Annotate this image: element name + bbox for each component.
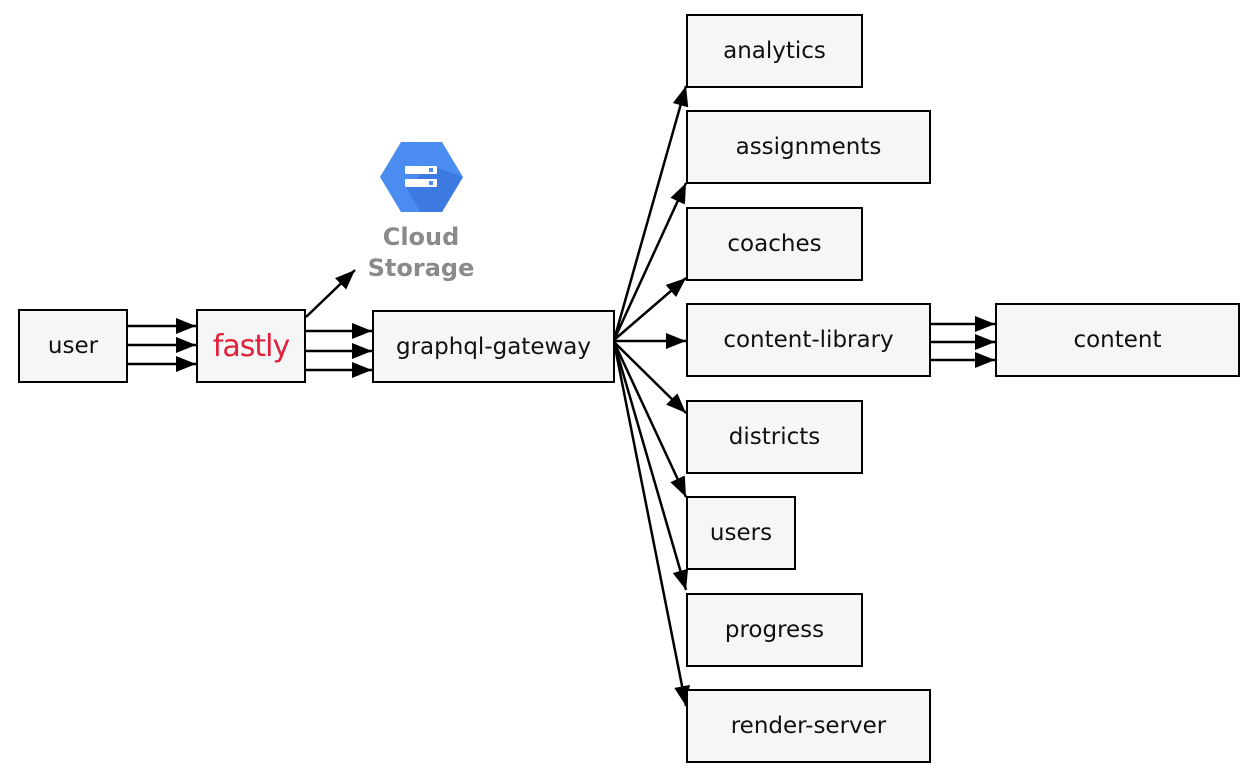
node-assignments: assignments (686, 110, 931, 184)
node-user: user (18, 309, 128, 383)
node-analytics: analytics (686, 14, 863, 88)
cloud-storage-label: Cloud Storage (360, 222, 482, 284)
cloud-storage-label-line2: Storage (367, 254, 475, 282)
node-render-server: render-server (686, 689, 931, 763)
arrow-gateway-users (612, 341, 688, 498)
node-users: users (686, 496, 796, 570)
node-graphql-gateway: graphql-gateway (372, 310, 615, 383)
node-content: content (995, 303, 1240, 377)
arrow-gateway-progress (612, 341, 689, 591)
arrow-gateway-assignments (612, 182, 688, 341)
arrow-gateway-render-server (612, 341, 690, 707)
cloud-storage-icon (380, 142, 463, 212)
arrow-gateway-districts (613, 341, 687, 414)
arrow-gateway-coaches (613, 277, 687, 341)
node-districts: districts (686, 400, 863, 474)
arrow-gateway-analytics (612, 85, 689, 341)
arrow-fastly-cloud-storage (305, 269, 356, 318)
node-fastly-logo: fastly (196, 309, 306, 383)
node-content-library: content-library (686, 303, 931, 377)
node-coaches: coaches (686, 207, 863, 281)
cloud-storage-label-line1: Cloud (382, 223, 460, 251)
node-progress: progress (686, 593, 863, 667)
